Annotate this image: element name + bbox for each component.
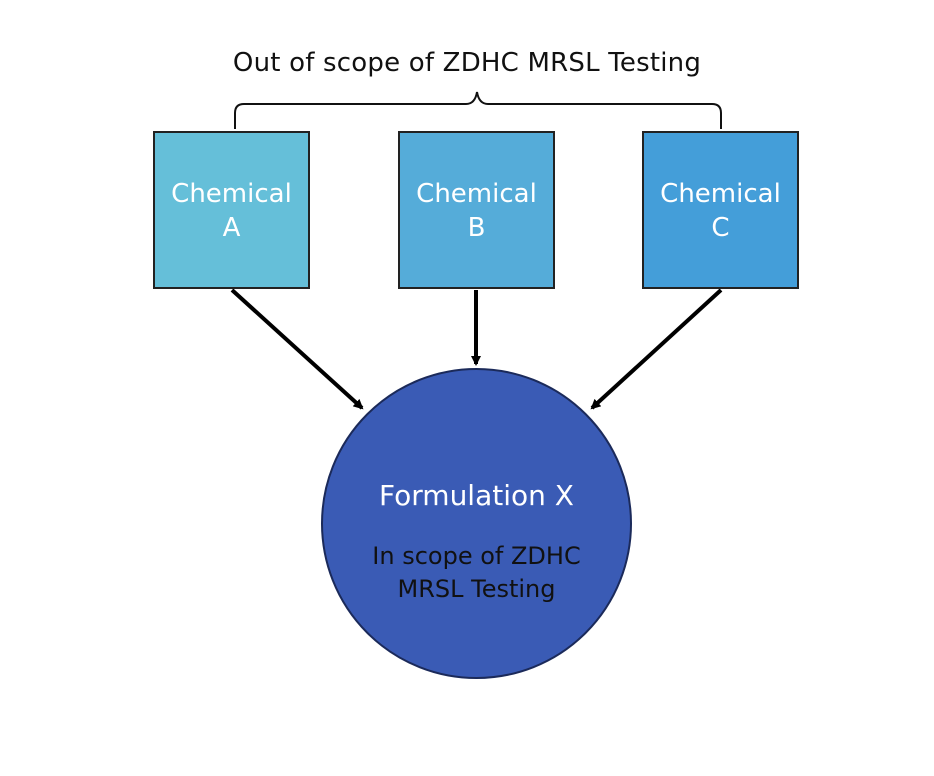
arrow-c-to-formulation [590,288,723,410]
formulation-scope-line1: In scope of ZDHC [372,542,581,570]
formulation-circle: Formulation X In scope of ZDHC MRSL Test… [321,368,632,679]
bracket-label: Out of scope of ZDHC MRSL Testing [232,48,702,78]
formulation-scope: In scope of ZDHC MRSL Testing [323,540,630,606]
arrow-a-to-formulation [230,288,364,410]
chemical-a-label: Chemical [171,179,292,209]
chemical-c-box: Chemical C [642,131,799,289]
chemical-c-label: Chemical [660,179,781,209]
chemical-b-label: Chemical [416,179,537,209]
curly-bracket [234,91,722,129]
chemical-a-box: Chemical A [153,131,310,289]
formulation-scope-line2: MRSL Testing [397,575,556,603]
chemical-a-letter: A [222,213,241,243]
chemical-c-letter: C [711,213,730,243]
chemical-b-letter: B [467,213,486,243]
chemical-b-box: Chemical B [398,131,555,289]
formulation-title: Formulation X [379,479,574,512]
